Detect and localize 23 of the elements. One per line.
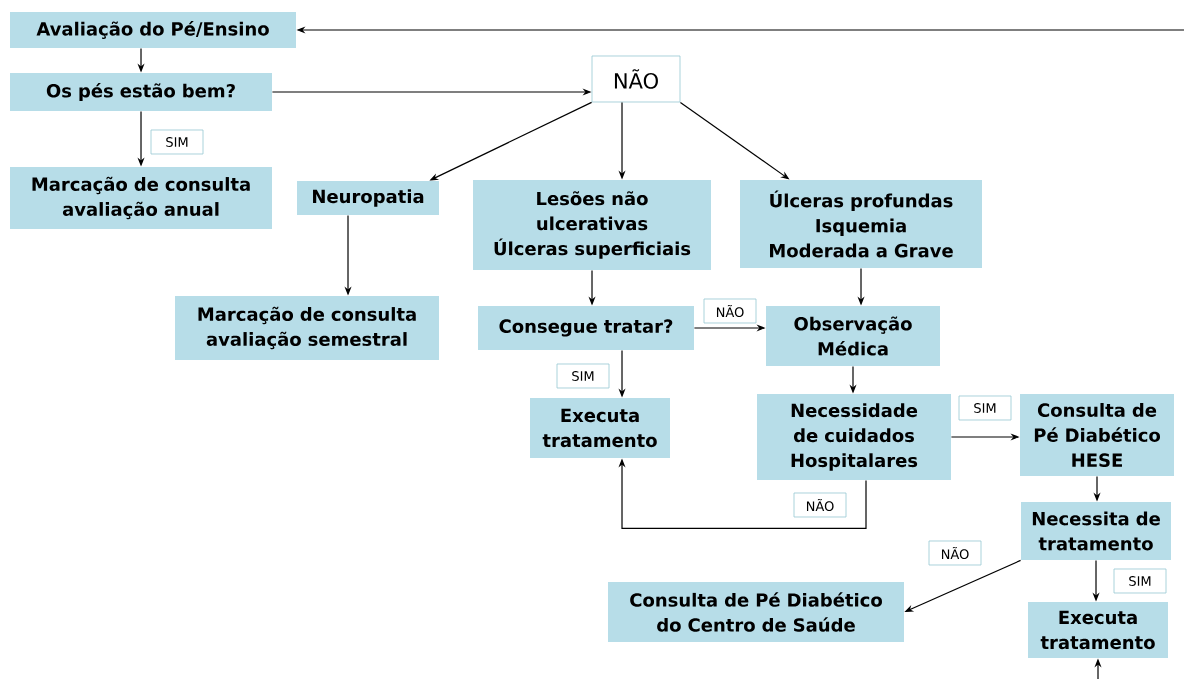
process-box: Neuropatia — [297, 181, 439, 215]
edge-label: NÃO — [928, 540, 982, 566]
process-box: Necessita de tratamento — [1021, 502, 1171, 560]
edge-label: NÃO — [793, 492, 847, 518]
edge-label: SIM — [1113, 568, 1167, 594]
edge-label: SIM — [556, 363, 610, 389]
process-box: Marcação de consulta avaliação semestral — [175, 296, 439, 360]
answer-box: NÃO — [591, 55, 681, 103]
edge-label: SIM — [150, 129, 204, 155]
process-box: Observação Médica — [766, 306, 940, 366]
process-box: Necessidade de cuidados Hospitalares — [757, 394, 951, 480]
edge-label: NÃO — [703, 298, 757, 324]
process-box: Consulta de Pé Diabético HESE — [1020, 394, 1174, 476]
edge-label: SIM — [958, 395, 1012, 421]
process-box: Consulta de Pé Diabético do Centro de Saúde — [608, 582, 904, 642]
process-box: Executa tratamento — [1028, 602, 1168, 658]
process-box: Executa tratamento — [530, 398, 670, 458]
process-box: Consegue tratar? — [478, 306, 694, 350]
process-box: Avaliação do Pé/Ensino — [10, 12, 296, 48]
process-box: Marcação de consulta avaliação anual — [10, 167, 272, 229]
process-box: Lesões não ulcerativas Úlceras superficiais — [473, 180, 711, 270]
process-box: Os pés estão bem? — [10, 73, 272, 111]
process-box: Úlceras profundas Isquemia Moderada a Grave — [740, 180, 982, 268]
